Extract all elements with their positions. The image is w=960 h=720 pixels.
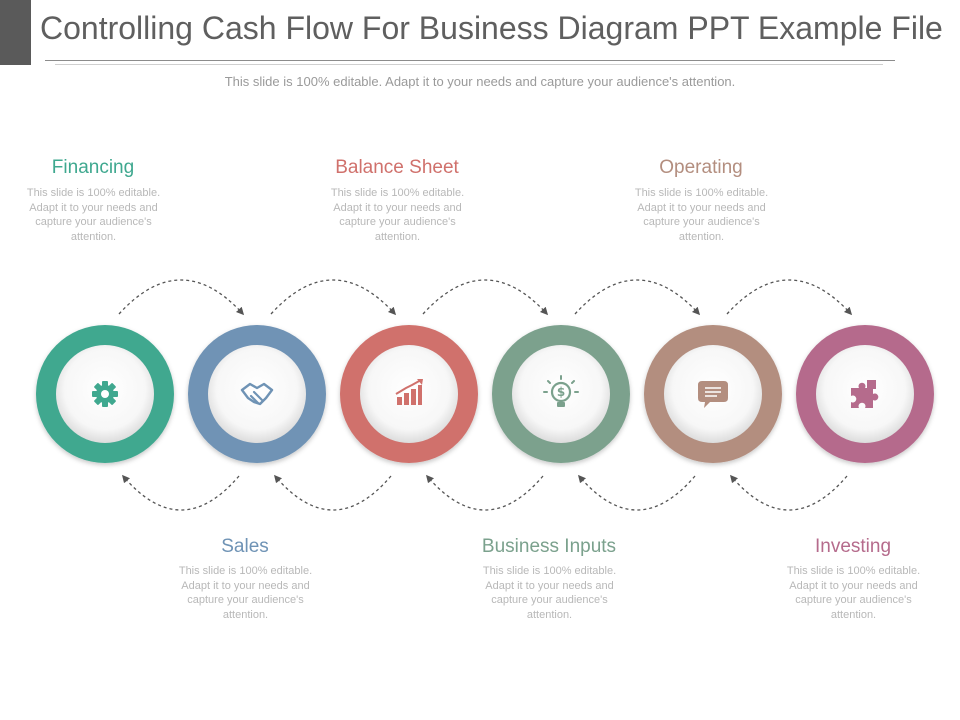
gear-icon <box>92 381 118 407</box>
arrow-forward <box>118 279 245 316</box>
step-label: Sales <box>221 536 269 557</box>
step-description: This slide is 100% editable. Adapt it to… <box>26 187 161 243</box>
step-label: Investing <box>814 536 892 557</box>
step-ring-6 <box>796 325 934 463</box>
step-label: Business Inputs <box>481 536 617 557</box>
step-description: This slide is 100% editable. Adapt it to… <box>634 187 769 243</box>
step-ring-4: $ <box>492 325 630 463</box>
lightbulb-dollar-icon: $ <box>543 375 579 407</box>
bottom-arrows <box>121 474 848 511</box>
step-rings: $ <box>36 325 934 463</box>
top-arrows <box>118 279 853 316</box>
title-divider-secondary <box>55 64 883 65</box>
step-ring-3 <box>340 325 478 463</box>
arrow-forward <box>574 279 701 316</box>
arrow-back <box>577 474 696 511</box>
step-ring-5 <box>644 325 782 463</box>
step-description: This slide is 100% editable. Adapt it to… <box>178 565 313 621</box>
page-subtitle: This slide is 100% editable. Adapt it to… <box>224 74 736 89</box>
step-description: This slide is 100% editable. Adapt it to… <box>482 565 617 621</box>
handshake-icon <box>240 382 274 406</box>
puzzle-icon <box>851 380 879 408</box>
step-ring-2 <box>188 325 326 463</box>
step-ring-1 <box>36 325 174 463</box>
step-label: Operating <box>659 157 743 178</box>
step-label: Balance Sheet <box>335 157 459 178</box>
page-title: Controlling Cash Flow For Business Diagr… <box>40 10 943 46</box>
step-description: This slide is 100% editable. Adapt it to… <box>330 187 465 243</box>
arrow-forward <box>422 279 549 316</box>
arrow-back <box>729 474 848 511</box>
arrow-forward <box>726 279 853 316</box>
arrow-back <box>425 474 544 511</box>
title-divider <box>45 60 895 61</box>
step-label: Financing <box>51 157 135 178</box>
svg-text:$: $ <box>557 385 565 399</box>
arrow-forward <box>270 279 397 316</box>
arrow-back <box>121 474 240 511</box>
title-accent-bar <box>0 0 31 65</box>
ring-inner <box>512 345 610 443</box>
step-description: This slide is 100% editable. Adapt it to… <box>786 565 921 621</box>
arrow-back <box>273 474 392 511</box>
speech-bubble-icon <box>698 381 728 408</box>
bar-chart-icon <box>395 379 423 405</box>
